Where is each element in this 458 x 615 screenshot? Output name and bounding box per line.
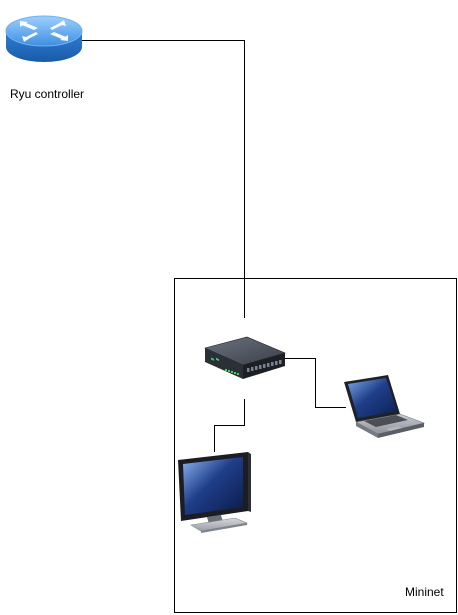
router-icon	[4, 13, 84, 65]
switch-monitor-link-a	[244, 399, 245, 425]
switch-laptop-link-b	[315, 358, 316, 408]
switch-monitor-link-b	[214, 425, 245, 426]
controller-label: Ryu controller	[10, 87, 85, 101]
controller-link-horizontal	[82, 40, 245, 41]
switch-laptop-link-a	[284, 358, 315, 359]
desktop-monitor-icon	[177, 451, 253, 533]
network-switch-icon	[203, 335, 287, 381]
controller-link-vertical	[244, 40, 245, 318]
switch-monitor-link-c	[214, 425, 215, 452]
mininet-label: Mininet	[405, 585, 444, 599]
mininet-boundary	[174, 278, 457, 613]
switch-laptop-link-c	[315, 407, 346, 408]
laptop-icon	[342, 374, 426, 442]
